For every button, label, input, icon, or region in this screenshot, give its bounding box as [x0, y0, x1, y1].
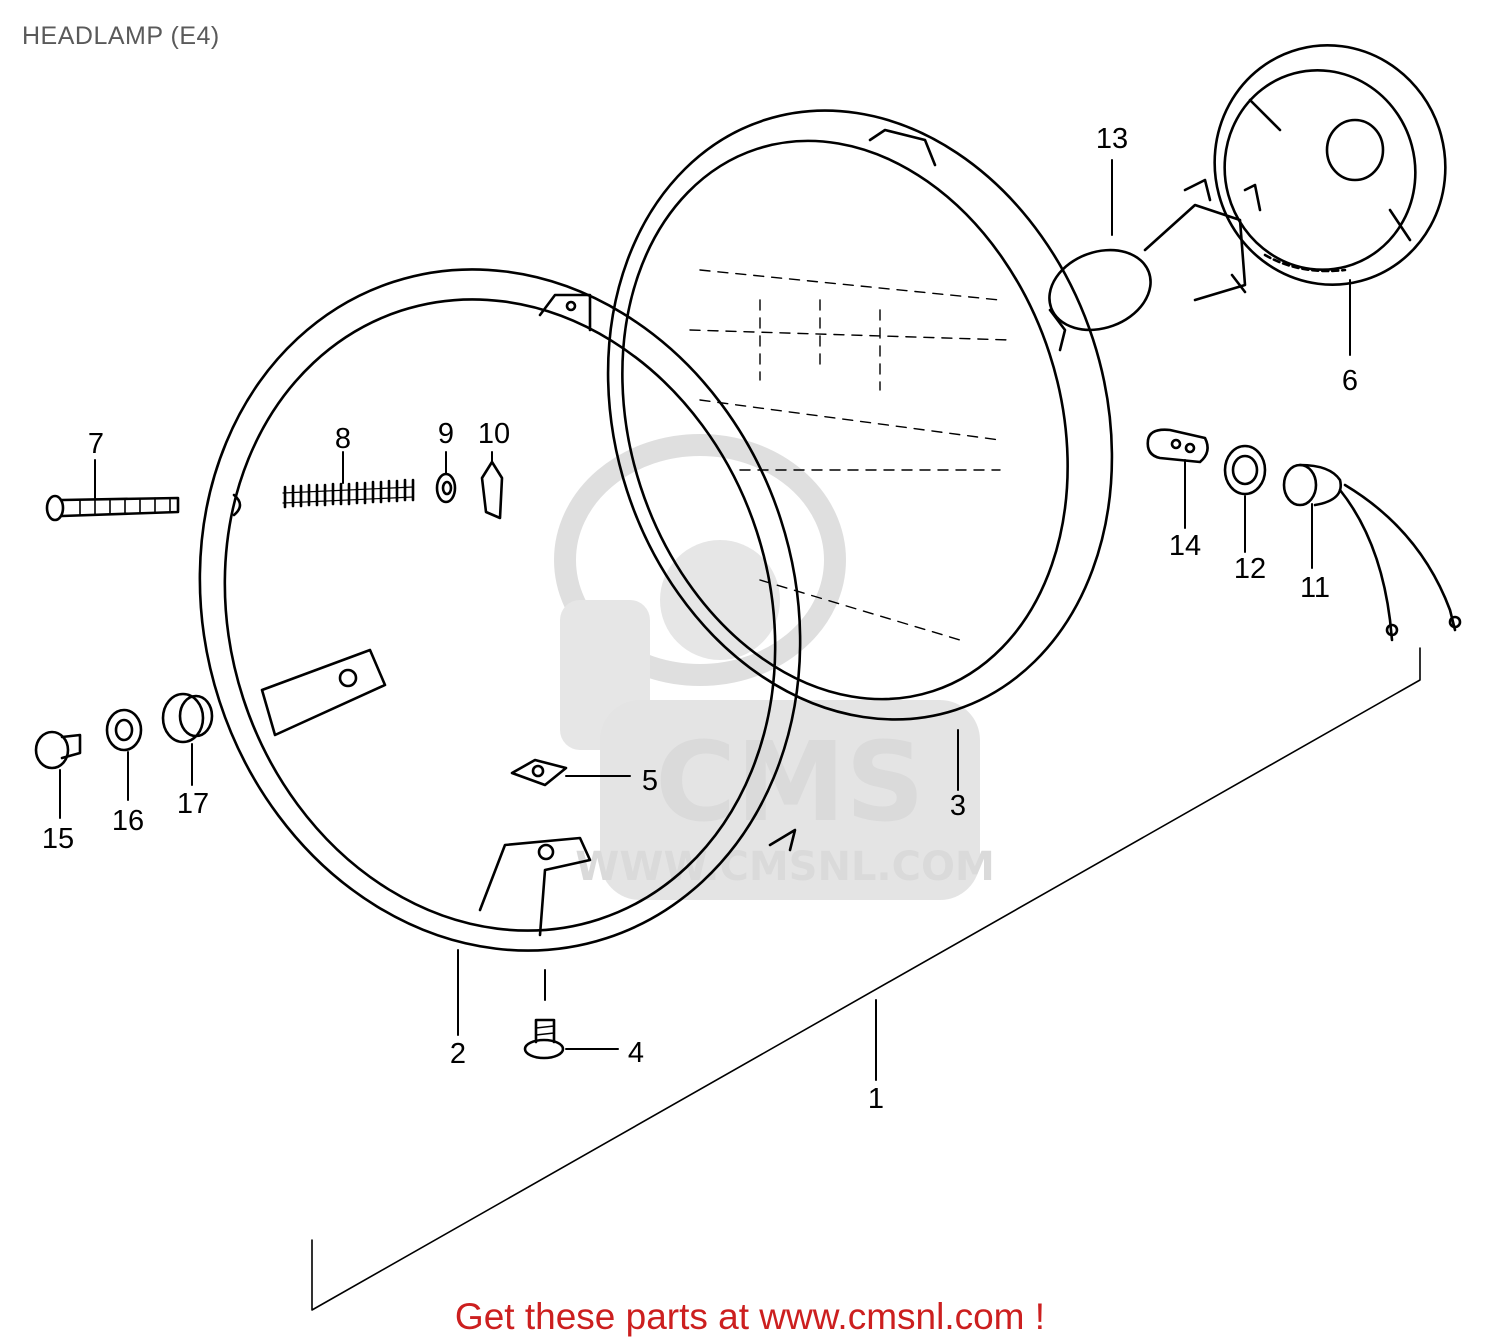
square-nut-part-5 — [510, 758, 568, 787]
callout-labels: 1 2 3 4 5 6 7 8 9 10 11 12 13 14 15 16 1… — [42, 123, 1358, 1115]
callout-5: 5 — [642, 765, 658, 797]
leader-lines — [59, 159, 1351, 1081]
callout-3: 3 — [950, 790, 966, 822]
footer-link[interactable]: Get these parts at www.cmsnl.com ! — [454, 1296, 1046, 1337]
headlight-unit-part-3 — [606, 109, 1114, 721]
cms-watermark: CMS WWW.CMSNL.COM — [554, 434, 995, 900]
callout-1: 1 — [868, 1083, 884, 1115]
callout-12: 12 — [1234, 553, 1266, 585]
callout-15: 15 — [42, 823, 74, 855]
callout-14: 14 — [1169, 530, 1201, 562]
washer-part-16 — [105, 708, 143, 752]
bulb-part-13 — [1048, 178, 1262, 332]
callout-16: 16 — [112, 805, 144, 837]
position-lamp-socket-part-11 — [1282, 463, 1462, 642]
callout-7: 7 — [88, 428, 104, 460]
callout-2: 2 — [450, 1038, 466, 1070]
page-title: HEADLAMP (E4) — [22, 22, 220, 50]
headlight-case-part-2 — [198, 268, 802, 952]
callout-4: 4 — [628, 1037, 644, 1069]
watermark-brand: CMS — [655, 718, 924, 846]
screw-part-7 — [45, 494, 180, 522]
collar-part-17 — [161, 692, 214, 744]
callout-10: 10 — [478, 418, 510, 450]
callout-6: 6 — [1342, 365, 1358, 397]
callout-8: 8 — [335, 423, 351, 455]
clip-nut-part-10 — [480, 460, 504, 520]
callout-13: 13 — [1096, 123, 1128, 155]
watermark-url: WWW.CMSNL.COM — [575, 844, 995, 890]
callout-9: 9 — [438, 418, 454, 450]
clip-part-14 — [1146, 428, 1209, 464]
callout-17: 17 — [177, 788, 209, 820]
nut-part-9 — [435, 472, 457, 504]
callout-11: 11 — [1300, 572, 1330, 604]
grommet-part-12 — [1223, 444, 1267, 496]
bolt-part-4 — [523, 1018, 565, 1060]
socket-housing-part-6 — [1213, 44, 1447, 286]
assembly-bracket-part-1 — [311, 647, 1421, 1311]
bolt-part-15 — [34, 730, 82, 770]
spring-part-8 — [282, 478, 415, 509]
